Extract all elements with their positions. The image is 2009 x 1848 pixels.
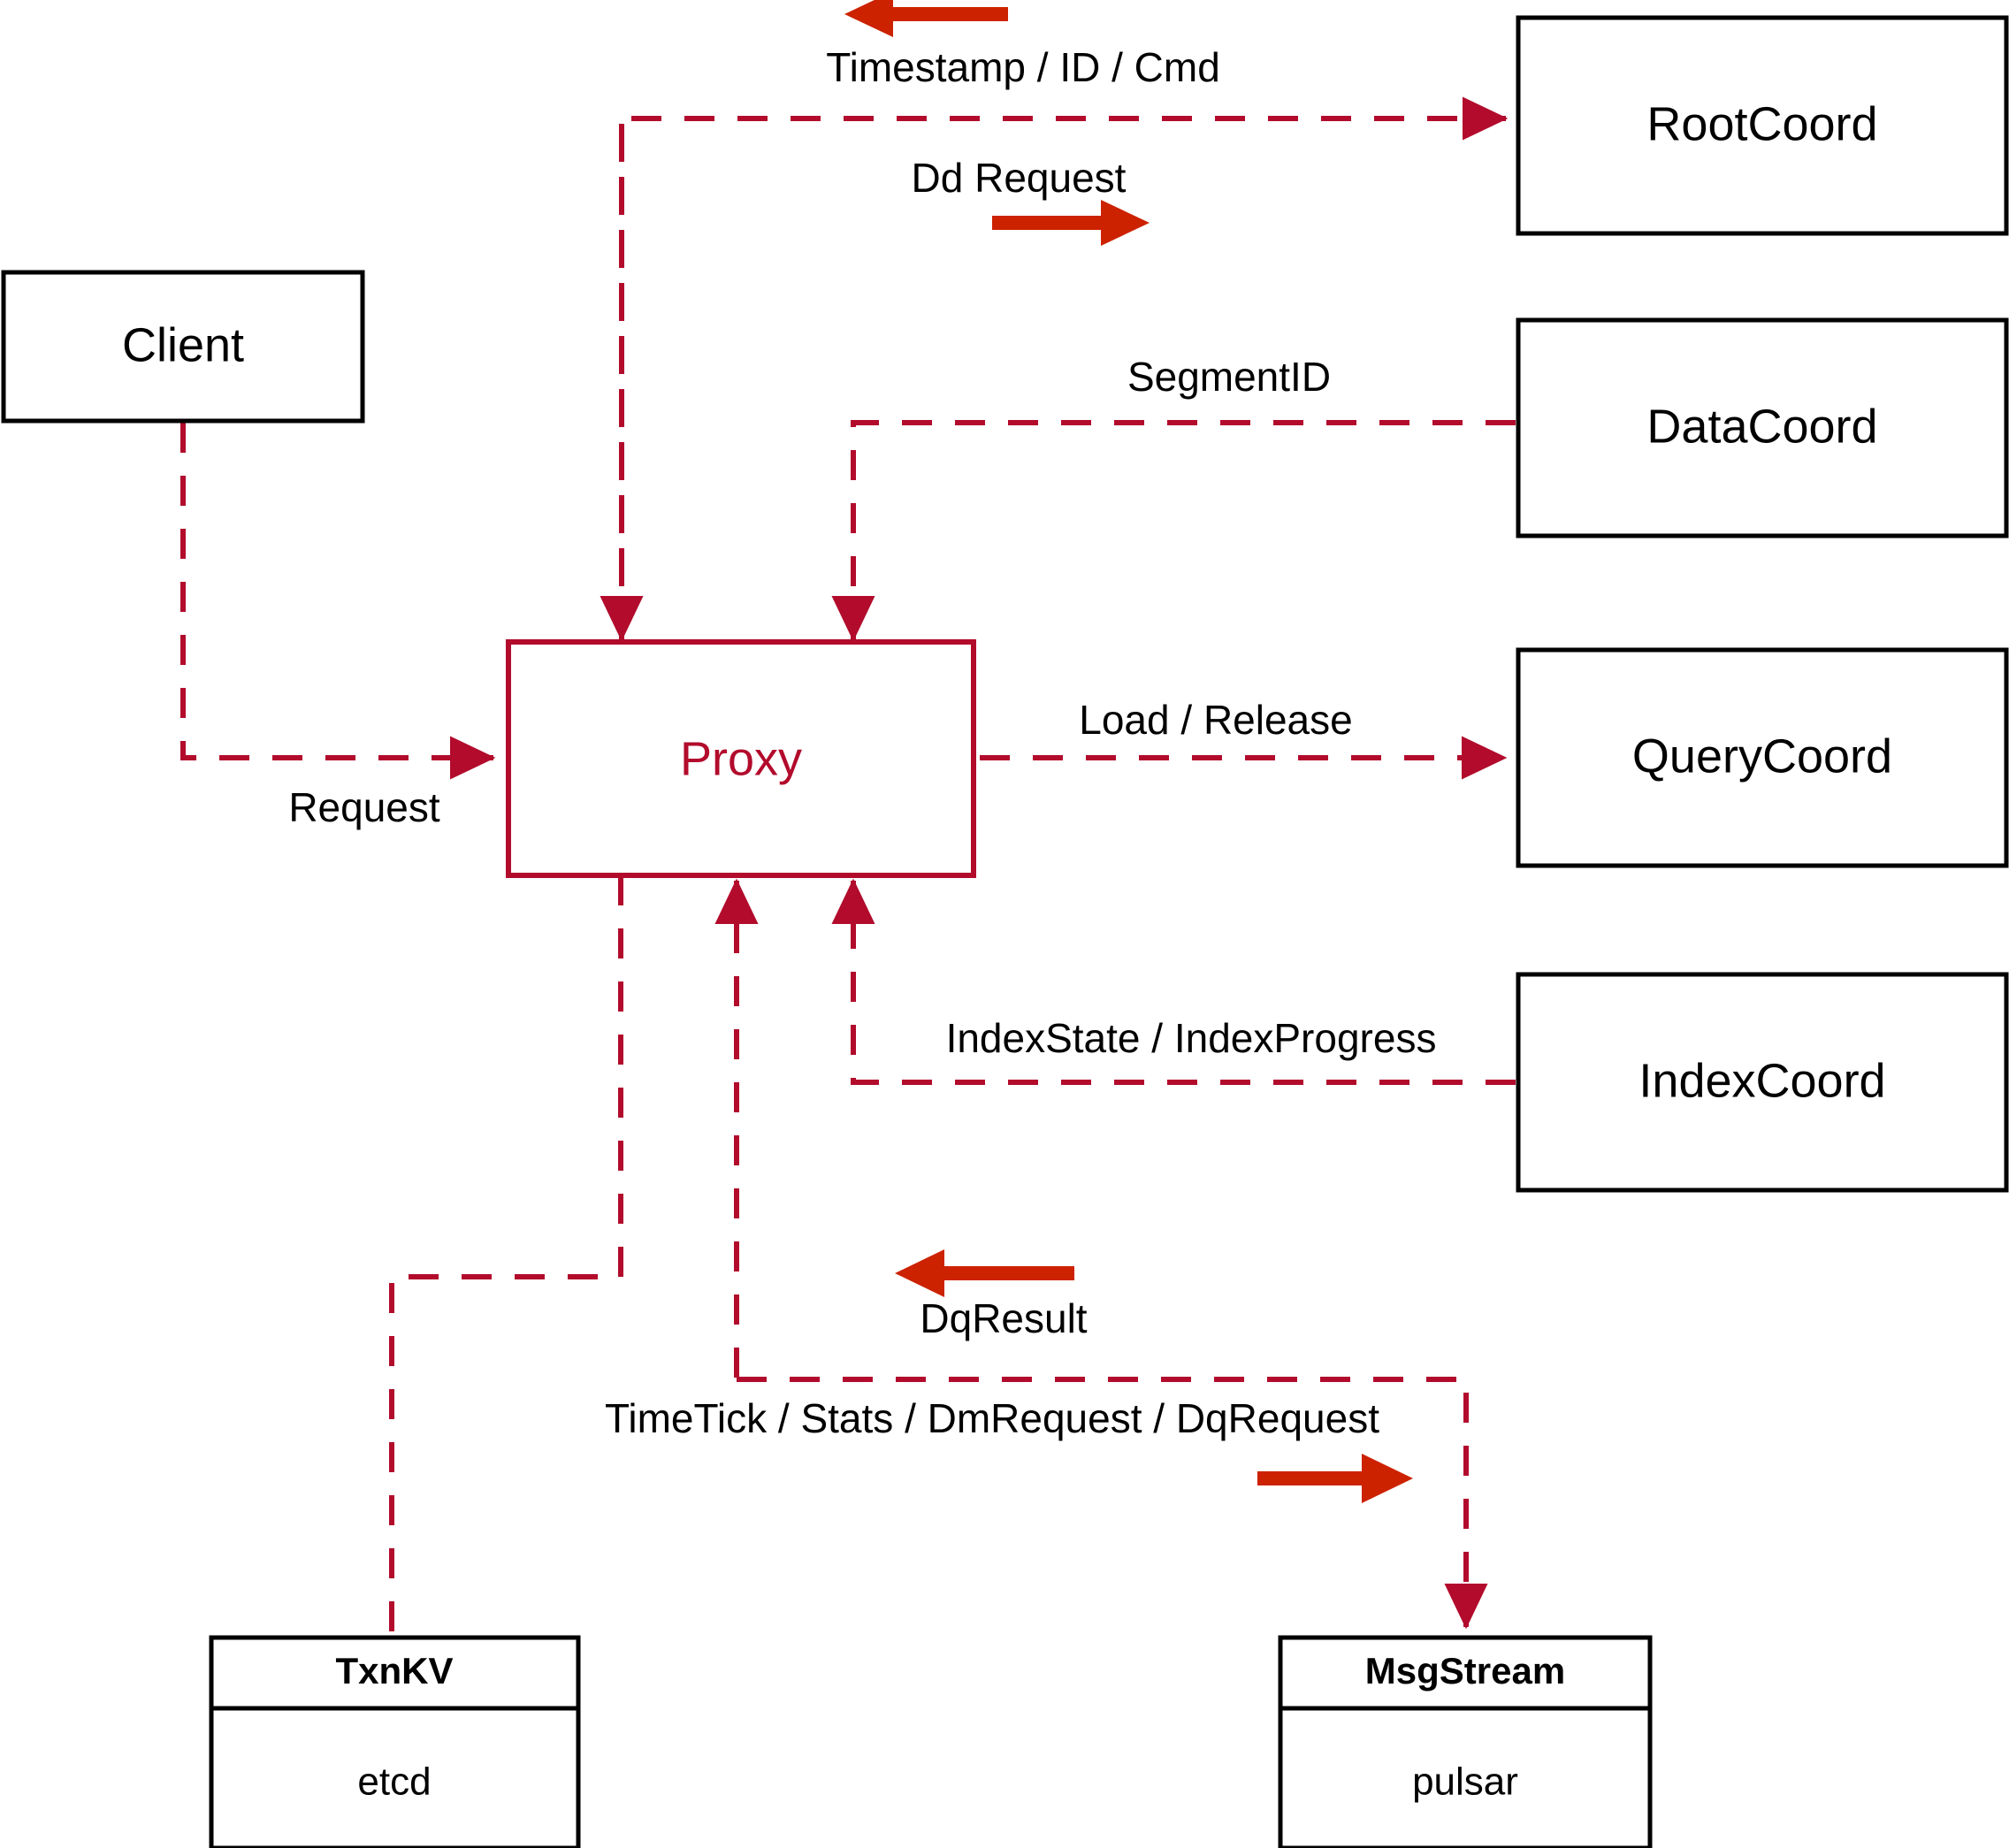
node-msgstream-label: MsgStream — [1365, 1650, 1565, 1691]
edge-label-load-release: Load / Release — [1079, 697, 1352, 743]
node-indexcoord[interactable]: IndexCoord — [1516, 972, 2009, 1193]
node-msgstream[interactable]: MsgStream pulsar — [1278, 1635, 1653, 1848]
node-rootcoord-label: RootCoord — [1646, 97, 1877, 150]
edge-label-segmentid: SegmentID — [1127, 354, 1331, 400]
edge-path-segmentid — [831, 420, 1516, 642]
node-datacoord[interactable]: DataCoord — [1516, 317, 2009, 538]
edge-label-dq-result: DqResult — [920, 1295, 1087, 1341]
node-txnkv-label: TxnKV — [335, 1650, 453, 1691]
node-txnkv-sublabel: etcd — [357, 1760, 431, 1804]
node-rootcoord[interactable]: RootCoord — [1516, 15, 2009, 236]
node-indexcoord-label: IndexCoord — [1639, 1054, 1885, 1107]
node-proxy-label: Proxy — [680, 732, 802, 785]
edge-path-request — [180, 423, 496, 780]
node-proxy[interactable]: Proxy — [506, 639, 976, 878]
node-client[interactable]: Client — [1, 270, 365, 424]
node-querycoord[interactable]: QueryCoord — [1516, 647, 2009, 868]
node-client-label: Client — [122, 318, 244, 371]
node-msgstream-sublabel: pulsar — [1412, 1760, 1518, 1804]
edge-label-index-state: IndexState / IndexProgress — [946, 1015, 1437, 1061]
direction-arrow-dqresult — [895, 1249, 1074, 1297]
edge-label-timestamp-id-cmd: Timestamp / ID / Cmd — [826, 44, 1220, 90]
edge-path-txnkv — [389, 875, 623, 1638]
node-txnkv[interactable]: TxnKV etcd — [209, 1635, 581, 1848]
node-datacoord-label: DataCoord — [1646, 400, 1877, 453]
node-querycoord-label: QueryCoord — [1632, 729, 1892, 783]
direction-arrow-timestamp — [844, 0, 1008, 37]
edge-label-timetick-stats: TimeTick / Stats / DmRequest / DqRequest — [605, 1395, 1379, 1441]
direction-arrow-dd-request — [992, 200, 1150, 246]
edge-label-request: Request — [288, 784, 440, 830]
edge-path-indexstate — [831, 878, 1516, 1085]
edge-label-dd-request: Dd Request — [912, 155, 1127, 201]
direction-arrow-timetick — [1257, 1454, 1413, 1503]
